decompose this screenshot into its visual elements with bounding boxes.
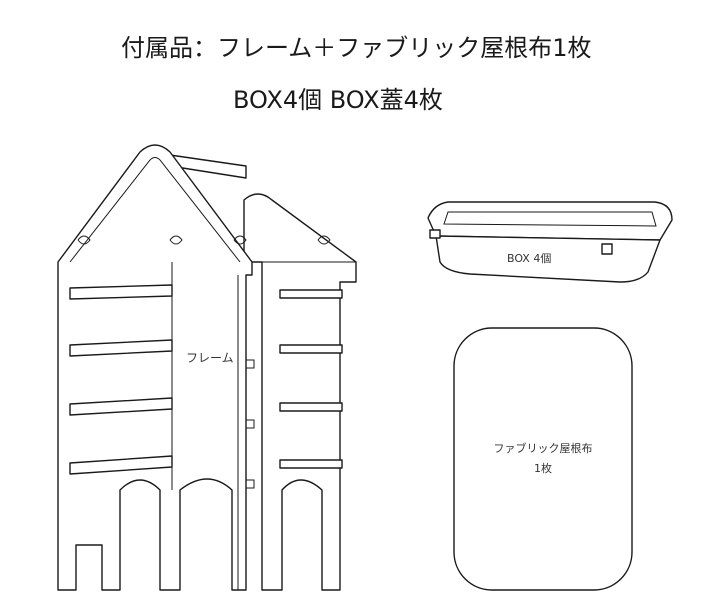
fabric-label-line2: 1枚 <box>534 461 552 475</box>
accessories-title-line2: BOX4個 BOX蓋4枚 <box>233 86 443 114</box>
frame-front-panel <box>57 144 331 591</box>
fabric-label-line1: ファブリック屋根布 <box>494 441 593 455</box>
box-illustration: BOX 4個 <box>427 201 673 283</box>
frame-back-panel <box>243 193 357 591</box>
frame-illustration: フレーム <box>57 144 357 591</box>
frame-label: フレーム <box>186 351 234 365</box>
accessories-title-line1: 付属品：フレーム＋ファブリック屋根布1枚 <box>121 34 592 62</box>
fabric-roof-illustration: ファブリック屋根布 1枚 <box>453 327 633 591</box>
box-label: BOX 4個 <box>507 252 551 265</box>
